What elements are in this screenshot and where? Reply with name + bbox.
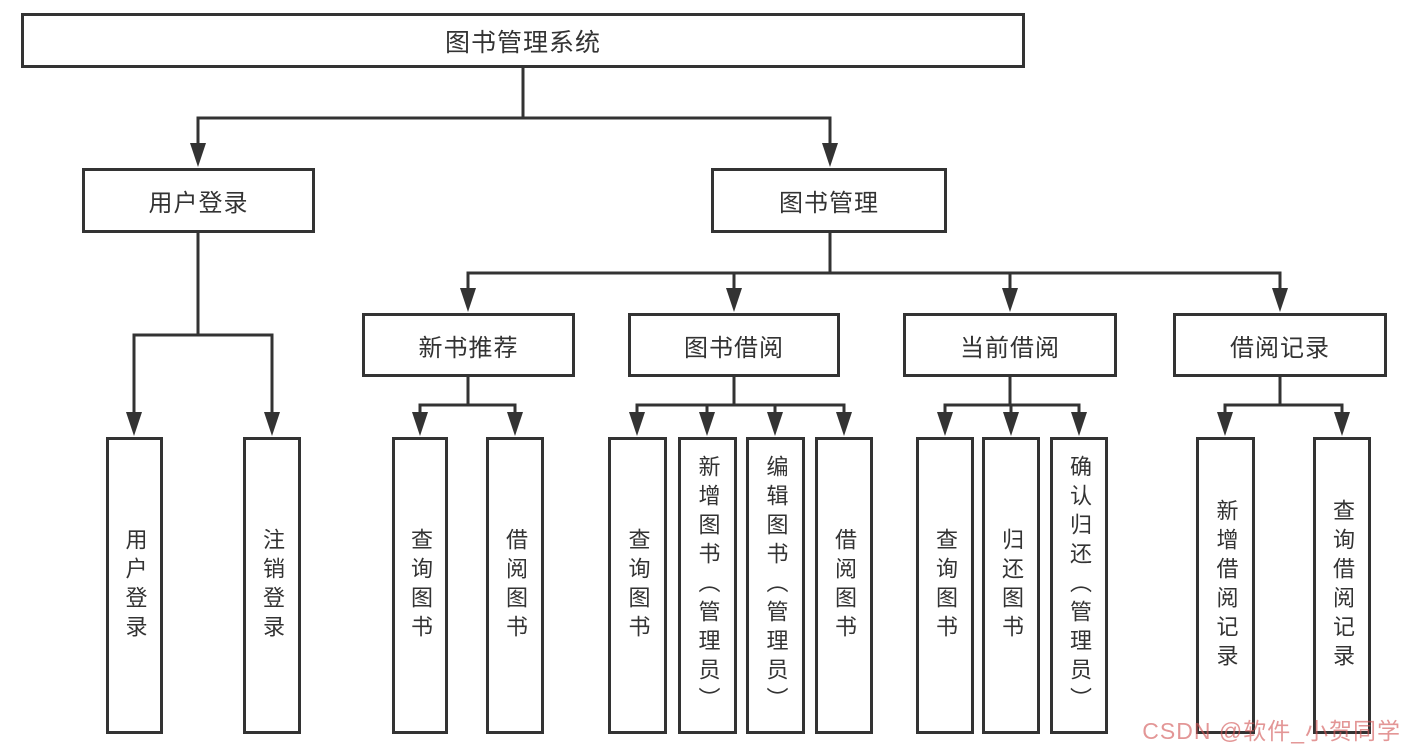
leaf-add-borrow-record: 新增借阅记录 — [1196, 437, 1255, 734]
node-borrow-records: 借阅记录 — [1173, 313, 1387, 377]
node-user-login-label: 用户登录 — [148, 190, 249, 217]
leaf-logout: 注销登录 — [243, 437, 301, 734]
leaf-query-books-current-label: 查询图书 — [933, 527, 958, 644]
leaf-query-books-borrow-label: 查询图书 — [625, 527, 651, 644]
leaf-borrow-books-recommend-label: 借阅图书 — [503, 527, 528, 644]
node-book-management-label: 图书管理 — [779, 190, 879, 217]
leaf-return-books-label: 归还图书 — [999, 527, 1024, 644]
leaf-confirm-return-admin-label: 确认归还（管理员） — [1067, 455, 1092, 716]
leaf-query-books-borrow: 查询图书 — [608, 437, 667, 734]
node-book-borrow-label: 图书借阅 — [684, 334, 784, 362]
leaf-add-book-admin-label: 新增图书（管理员） — [695, 455, 721, 716]
leaf-user-login: 用户登录 — [106, 437, 163, 734]
node-current-borrow-label: 当前借阅 — [960, 334, 1060, 362]
leaf-query-books-recommend-label: 查询图书 — [408, 527, 433, 644]
node-new-book-recommend: 新书推荐 — [362, 313, 575, 377]
node-current-borrow: 当前借阅 — [903, 313, 1117, 377]
node-book-borrow: 图书借阅 — [628, 313, 840, 377]
leaf-logout-label: 注销登录 — [260, 527, 285, 644]
leaf-add-borrow-record-label: 新增借阅记录 — [1213, 498, 1239, 673]
node-root-label: 图书管理系统 — [444, 28, 601, 57]
leaf-borrow-books-label: 借阅图书 — [832, 527, 857, 644]
node-book-management: 图书管理 — [711, 168, 947, 233]
csdn-watermark: CSDN @软件_小贺同学 — [1142, 718, 1401, 744]
leaf-borrow-books: 借阅图书 — [815, 437, 873, 734]
leaf-confirm-return-admin: 确认归还（管理员） — [1050, 437, 1108, 734]
leaf-add-book-admin: 新增图书（管理员） — [678, 437, 737, 734]
leaf-edit-book-admin-label: 编辑图书（管理员） — [763, 455, 789, 716]
leaf-query-borrow-record-label: 查询借阅记录 — [1330, 498, 1355, 673]
leaf-query-books-current: 查询图书 — [916, 437, 974, 734]
leaf-query-borrow-record: 查询借阅记录 — [1313, 437, 1371, 734]
leaf-query-books-recommend: 查询图书 — [392, 437, 448, 734]
node-root: 图书管理系统 — [21, 13, 1025, 68]
leaf-edit-book-admin: 编辑图书（管理员） — [746, 437, 805, 734]
node-user-login: 用户登录 — [82, 168, 315, 233]
leaf-borrow-books-recommend: 借阅图书 — [486, 437, 544, 734]
leaf-return-books: 归还图书 — [982, 437, 1040, 734]
node-borrow-records-label: 借阅记录 — [1230, 334, 1330, 362]
node-new-book-recommend-label: 新书推荐 — [418, 334, 519, 362]
leaf-user-login-label: 用户登录 — [122, 527, 148, 644]
